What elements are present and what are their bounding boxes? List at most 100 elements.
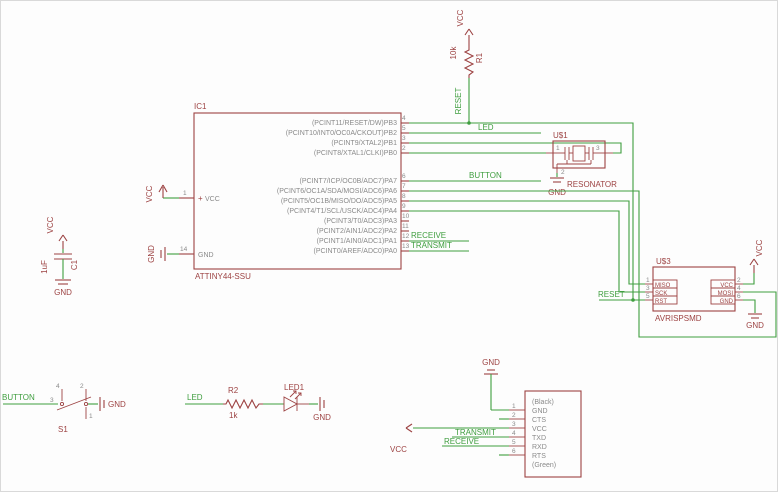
ic-pin-name: (PCINT1/AIN0/ADC1)PA1 bbox=[317, 238, 397, 245]
isp-pin-name: RST bbox=[655, 299, 667, 305]
resonator-body[interactable] bbox=[552, 140, 606, 169]
vcc-label: VCC bbox=[390, 445, 407, 454]
vcc-symbol-c1: VCC bbox=[46, 216, 68, 249]
ftdi-connector[interactable]: (Black) GND CTS VCC TXD RXD RTS (Green) … bbox=[509, 390, 582, 478]
vcc-symbol-ic1: VCC bbox=[145, 184, 179, 202]
net-reset[interactable] bbox=[409, 78, 645, 302]
r2-refdes: R2 bbox=[228, 386, 239, 395]
ic-pin-number: 9 bbox=[402, 203, 406, 210]
ic-pin-number: 13 bbox=[402, 243, 410, 250]
ic-pin-name: (PCINT9/XTAL2)PB1 bbox=[331, 140, 397, 147]
gnd-symbol-s1: GND bbox=[88, 397, 126, 411]
ic-pin-name: (PCINT11/RESET/DW)PB3 bbox=[312, 120, 397, 127]
ic1-mcu[interactable]: IC1 ATTINY44-SSU (PCINT11/RESET/DW)PB3 (… bbox=[179, 102, 410, 281]
ftdi-pin-number: 4 bbox=[512, 430, 516, 437]
vcc-label: VCC bbox=[456, 9, 465, 26]
ic-pin-number: 7 bbox=[402, 183, 406, 190]
gnd-label: GND bbox=[54, 288, 72, 297]
net-label-receive: RECEIVE bbox=[444, 437, 479, 446]
isp-pin-number: 3 bbox=[646, 285, 650, 292]
ic-pin-name: (PCINT4/T1/SCL/USCK/ADC4)PA4 bbox=[287, 208, 397, 215]
net-sck[interactable] bbox=[409, 210, 645, 293]
r1-value: 10k bbox=[449, 46, 458, 60]
ic1-refdes: IC1 bbox=[194, 102, 207, 111]
ic-pin-name: (PCINT3/T0/ADC3)PA3 bbox=[324, 218, 397, 225]
switch-symbol bbox=[56, 389, 92, 419]
net-label-button: BUTTON bbox=[469, 171, 502, 180]
net-xtal2[interactable] bbox=[409, 142, 622, 154]
r2-resistor[interactable]: R2 1k bbox=[223, 386, 263, 420]
ftdi-pin-number: 3 bbox=[512, 421, 516, 428]
net-vcc-isp[interactable] bbox=[743, 273, 755, 285]
isp-connector[interactable]: U$3 MISO SCK RST VCC MOSI GND 1 3 5 2 4 … bbox=[645, 257, 743, 323]
ftdi-note: (Green) bbox=[532, 462, 556, 469]
ic1-pin-stubs-right bbox=[401, 122, 409, 252]
net-mosi[interactable] bbox=[409, 190, 777, 338]
net-miso[interactable] bbox=[409, 200, 645, 285]
ic-pin-number: 2 bbox=[402, 145, 406, 152]
isp-pin-number: 5 bbox=[646, 293, 650, 300]
ftdi-pin-name: RTS bbox=[532, 453, 546, 460]
switch-pin-number: 4 bbox=[56, 383, 60, 390]
ic-pin-name: (PCINT8/XTAL1/CLKI)PB0 bbox=[314, 150, 397, 157]
ftdi-pin-stubs bbox=[509, 409, 525, 456]
isp-pin-number: 4 bbox=[737, 285, 741, 292]
isp-pin-name: MISO bbox=[655, 283, 671, 289]
net-label-reset: RESET bbox=[598, 290, 625, 299]
ic-pin-name: VCC bbox=[205, 196, 220, 203]
isp-pads bbox=[645, 279, 743, 305]
ic-pin-name: GND bbox=[198, 252, 214, 259]
gnd-symbol-c1: GND bbox=[54, 259, 72, 297]
ic-pin-name: (PCINT2/AIN1/ADC2)PA2 bbox=[317, 228, 397, 235]
ic-pin-number: 6 bbox=[402, 173, 406, 180]
ftdi-pin-number: 5 bbox=[512, 439, 516, 446]
ic-pin-number: 4 bbox=[402, 115, 406, 122]
ic-pin-number: 5 bbox=[402, 125, 406, 132]
isp-pin-number: 6 bbox=[737, 293, 741, 300]
ftdi-body[interactable] bbox=[524, 390, 582, 478]
gnd-symbol-ic1: GND bbox=[147, 245, 179, 263]
ftdi-pin-name: CTS bbox=[532, 417, 546, 424]
c1-capacitor[interactable]: 1uF C1 bbox=[40, 249, 79, 274]
net-label-led: LED bbox=[478, 123, 494, 132]
gnd-label: GND bbox=[313, 413, 331, 422]
switch-pin-number: 1 bbox=[89, 413, 93, 420]
resonator-symbol bbox=[546, 145, 613, 173]
s1-refdes: S1 bbox=[58, 425, 68, 434]
vcc-label: VCC bbox=[46, 216, 55, 233]
resonator-refdes: U$1 bbox=[553, 131, 568, 140]
gnd-label: GND bbox=[548, 188, 566, 197]
ic1-value: ATTINY44-SSU bbox=[195, 272, 251, 281]
r2-value: 1k bbox=[229, 411, 238, 420]
ic-pin-number: 3 bbox=[402, 135, 406, 142]
led1-refdes: LED1 bbox=[284, 383, 305, 392]
resonator-u1[interactable]: U$1 1 3 2 RESONATOR bbox=[546, 131, 617, 189]
ic-pin-number: 8 bbox=[402, 193, 406, 200]
ftdi-note: (Black) bbox=[532, 399, 554, 406]
gnd-symbol-resonator: GND bbox=[548, 173, 566, 197]
vcc-label: VCC bbox=[145, 185, 154, 202]
ic-pin-number: 11 bbox=[402, 223, 409, 230]
c1-value: 1uF bbox=[40, 260, 49, 274]
r1-resistor[interactable]: 10k R1 bbox=[449, 46, 484, 78]
net-label-transmit: TRANSMIT bbox=[411, 241, 452, 250]
ftdi-pin-number: 2 bbox=[512, 412, 516, 419]
ftdi-pin-name: GND bbox=[532, 408, 548, 415]
s1-switch[interactable]: 4 2 3 1 S1 bbox=[50, 383, 93, 434]
resonator-pin-number: 2 bbox=[561, 169, 565, 176]
vcc-symbol-ftdi: VCC bbox=[390, 423, 509, 454]
gnd-label: GND bbox=[147, 245, 156, 263]
isp-pin-name: VCC bbox=[720, 283, 733, 289]
r1-refdes: R1 bbox=[475, 52, 484, 63]
isp-value: AVRISPSMD bbox=[655, 314, 702, 323]
net-label-led: LED bbox=[187, 393, 203, 402]
led1-diode[interactable]: LED1 bbox=[283, 383, 309, 412]
ic-pin-name: (PCINT7/ICP/OC0B/ADC7)PA7 bbox=[299, 178, 397, 185]
c1-refdes: C1 bbox=[70, 259, 79, 270]
net-gnd-isp[interactable] bbox=[743, 299, 756, 313]
gnd-label: GND bbox=[108, 400, 126, 409]
ic-pin-name: (PCINT0/AREF/ADC0)PA0 bbox=[314, 248, 398, 255]
gnd-symbol-led: GND bbox=[309, 397, 331, 422]
gnd-symbol-ftdi: GND bbox=[482, 358, 509, 411]
